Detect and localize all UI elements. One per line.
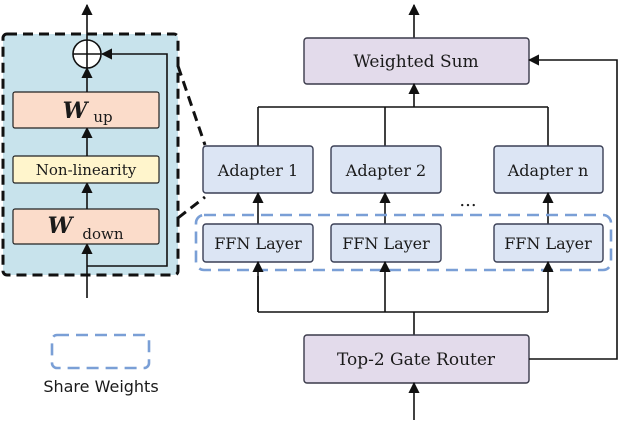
w-down-box: W down (12, 208, 160, 245)
zoom-connector-top (176, 65, 207, 146)
ffn-layer-1-box: FFN Layer (202, 223, 314, 263)
router-fanout-lines (252, 260, 554, 335)
ffn-layer-2-label: FFN Layer (342, 234, 430, 253)
adapter-2-box: Adapter 2 (330, 145, 442, 194)
w-up-box: W up (12, 91, 160, 129)
top2-gate-router-box: Top-2 Gate Router (303, 334, 530, 384)
ffn-layer-1-label: FFN Layer (214, 234, 302, 253)
addition-circle-icon (72, 39, 102, 69)
w-down-symbol: W (48, 213, 75, 239)
legend-dashed-swatch (50, 333, 151, 370)
zoom-connector-bottom (177, 195, 206, 220)
adapter-merge-lines (257, 82, 549, 146)
weighted-sum-box: Weighted Sum (303, 37, 530, 85)
shared-weights-group (194, 213, 613, 272)
w-up-symbol: W (63, 98, 90, 124)
nonlinearity-label: Non-linearity (36, 161, 137, 179)
ellipsis: ... (459, 190, 476, 211)
ffn-layer-2-box: FFN Layer (330, 223, 442, 263)
adapter-1-box: Adapter 1 (202, 145, 314, 194)
adapter-detail-panel: W down Non-linearity W up (1, 3, 180, 298)
legend-share-weights-label: Share Weights (43, 377, 158, 396)
weighted-sum-label: Weighted Sum (353, 52, 478, 72)
adapter-2-label: Adapter 2 (345, 161, 426, 180)
legend: Share Weights (43, 333, 159, 396)
router-to-weighted-sum-line (527, 54, 618, 360)
residual-connection-line (87, 48, 168, 267)
router-label: Top-2 Gate Router (337, 350, 496, 370)
nonlinearity-box: Non-linearity (12, 155, 160, 184)
ffn-layer-n-box: FFN Layer (493, 223, 604, 263)
adapter-n-box: Adapter n (493, 145, 604, 194)
w-up-subscript: up (93, 108, 112, 126)
ffn-layer-n-label: FFN Layer (504, 234, 592, 253)
adapter-n-label: Adapter n (507, 161, 589, 180)
adapter-1-label: Adapter 1 (217, 161, 298, 180)
w-down-subscript: down (82, 225, 123, 243)
